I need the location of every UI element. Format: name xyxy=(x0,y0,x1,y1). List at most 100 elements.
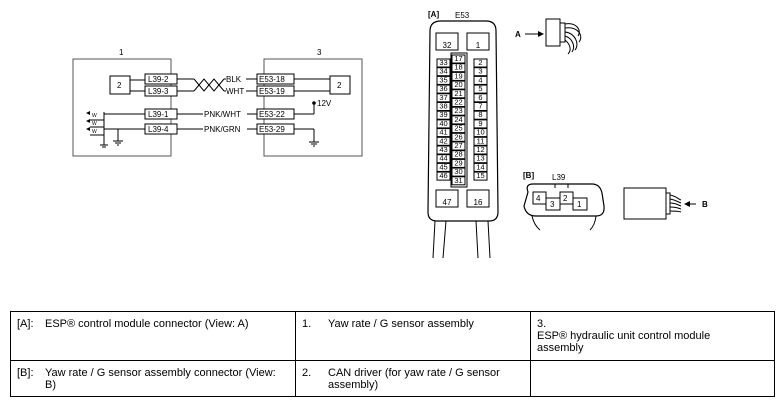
connector-a-pin-39-box xyxy=(436,110,451,120)
connector-a-pin-40: 40 xyxy=(439,119,447,128)
connector-b-pin-2: 2 xyxy=(563,194,568,203)
svg-text:W: W xyxy=(92,113,97,119)
connector-a-pin-13: 13 xyxy=(476,154,484,163)
legend-cell-2: 2. CAN driver (for yaw rate / G sensor as… xyxy=(295,359,531,398)
connector-a-pin-6: 6 xyxy=(478,93,482,102)
connector-a-pin-46-box xyxy=(436,171,451,181)
connector-a-pin-37-box xyxy=(436,93,451,103)
connector-a-pin-29-box xyxy=(451,158,466,168)
connector-a-pin-19-box xyxy=(451,71,466,81)
connector-a-name: E53 xyxy=(455,11,470,20)
legend-key: 2. xyxy=(302,366,312,379)
legend-table: [A]: ESP® control module connector (View:… xyxy=(10,311,775,398)
block1-number: 1 xyxy=(119,48,124,57)
connector-a-pin-41: 41 xyxy=(439,128,447,137)
connector-a-pin-14: 14 xyxy=(476,162,484,171)
connector-a-pin-44: 44 xyxy=(439,154,447,163)
legend-key: [A]: xyxy=(17,318,34,330)
connector-a-pin-26: 26 xyxy=(454,132,462,141)
plug-a-icon xyxy=(545,18,582,55)
connector-b-name: L39 xyxy=(552,173,566,182)
connector-a-pin-13-box xyxy=(473,154,488,164)
wire-color-pnk-grn: PNK/GRN xyxy=(204,125,241,134)
connector-a-pin-34: 34 xyxy=(439,67,447,76)
legend-cell-3: 3.ESP® hydraulic unit control module ass… xyxy=(530,311,775,361)
connector-a-pin-41-box xyxy=(436,128,451,138)
legend-text: CAN driver (for yaw rate / G sensor asse… xyxy=(328,366,500,391)
legend-text: Yaw rate / G sensor assembly xyxy=(328,318,474,330)
connector-a-pin-11-box xyxy=(473,136,488,146)
connector-a-pin-20-box xyxy=(451,80,466,90)
connector-a-pin-46: 46 xyxy=(439,171,447,180)
legend-row: [A]: ESP® control module connector (View:… xyxy=(10,311,775,361)
connector-b-pin-3: 3 xyxy=(550,200,555,209)
connector-a-pin-22-box xyxy=(451,98,466,107)
svg-text:W: W xyxy=(92,121,97,127)
connector-a-pin-43-box xyxy=(436,145,451,155)
connector-a-pin-4: 4 xyxy=(478,75,482,84)
legend-cell-b: [B]:Yaw rate / G sensor assembly connect… xyxy=(10,359,296,398)
terminal-l39-1: L39-1 xyxy=(148,110,169,119)
terminal-e53-22: E53-22 xyxy=(259,110,285,119)
legend-text: ESP® control module connector (View: A) xyxy=(45,318,249,330)
terminal-e53-19: E53-19 xyxy=(259,87,285,96)
terminal-l39-2: L39-2 xyxy=(148,75,169,84)
connector-a-pin-37: 37 xyxy=(439,93,447,102)
connector-a-pin-16: 16 xyxy=(474,198,483,207)
connector-b-pin-1: 1 xyxy=(577,200,582,209)
terminal-e53-29: E53-29 xyxy=(259,125,285,134)
block3-box xyxy=(263,58,363,157)
connector-b-label: [B] xyxy=(523,171,534,180)
connector-a-label: [A] xyxy=(428,10,439,19)
legend-key: [B]: xyxy=(17,366,34,379)
connector-a-pin-14-box xyxy=(473,162,488,172)
connector-a-pin-39: 39 xyxy=(439,110,447,119)
wire-color-pnk-wht: PNK/WHT xyxy=(204,110,241,119)
connector-a-pin-19: 19 xyxy=(454,71,462,80)
connector-a-pin-4-box xyxy=(473,75,488,85)
connector-a-center-frame xyxy=(450,52,468,188)
connector-a-pin-36: 36 xyxy=(439,84,447,93)
legend-key: 1. xyxy=(302,318,312,330)
block3-number: 3 xyxy=(317,48,322,57)
connector-a-pin-34-box xyxy=(436,67,451,77)
wire-color-blk: BLK xyxy=(226,75,242,84)
connector-a-pin-7-box xyxy=(473,102,488,111)
terminal-l39-3: L39-3 xyxy=(148,87,169,96)
connector-a-pin-27: 27 xyxy=(454,141,462,150)
connector-a-pin-17: 17 xyxy=(454,54,462,63)
connector-a-pin-10: 10 xyxy=(476,128,484,137)
connector-a-pin-32-box xyxy=(435,32,459,51)
connector-a-pin-12-box xyxy=(473,145,488,155)
connector-a-pin-2: 2 xyxy=(478,58,482,67)
ground-network xyxy=(90,112,145,148)
connector-a-pin-33: 33 xyxy=(439,58,447,67)
connector-a-pin-20: 20 xyxy=(454,80,462,89)
view-b-label: B xyxy=(702,200,708,209)
connector-a-pin-22: 22 xyxy=(454,98,462,107)
connector-a-pin-42: 42 xyxy=(439,136,447,145)
connector-a-pin-25-box xyxy=(451,124,466,134)
connector-a-pin-43: 43 xyxy=(439,145,447,154)
wire-color-wht: WHT xyxy=(226,87,244,96)
connector-a-pin-27-box xyxy=(451,141,466,151)
connector-a-pin-23: 23 xyxy=(454,106,462,115)
connector-a-pin-45: 45 xyxy=(439,162,447,171)
connector-a-pin-18-box xyxy=(451,63,466,73)
connector-a-pin-32: 32 xyxy=(443,41,452,50)
connector-a-pin-26-box xyxy=(451,132,466,142)
connector-a-pin-5-box xyxy=(473,84,488,94)
legend-cell-a: [A]: ESP® control module connector (View:… xyxy=(10,311,296,361)
connector-a-pin-15: 15 xyxy=(476,171,484,180)
wiring-diagram: 1 2 L39-2 L39-3 L39-1 L39-4 W W W xyxy=(72,10,708,259)
connector-a-pin-17-box xyxy=(451,54,466,64)
connector-a-pin-21: 21 xyxy=(454,89,462,98)
connector-a-pin-29: 29 xyxy=(454,158,462,167)
connector-a-pin-9: 9 xyxy=(478,119,482,128)
connector-a-pin-9-box xyxy=(473,119,488,129)
block3-inner-number: 2 xyxy=(337,81,342,90)
connector-a-pin-31: 31 xyxy=(454,176,462,185)
block3-inner-box xyxy=(329,75,351,95)
connector-a-pin-24-box xyxy=(451,115,466,125)
